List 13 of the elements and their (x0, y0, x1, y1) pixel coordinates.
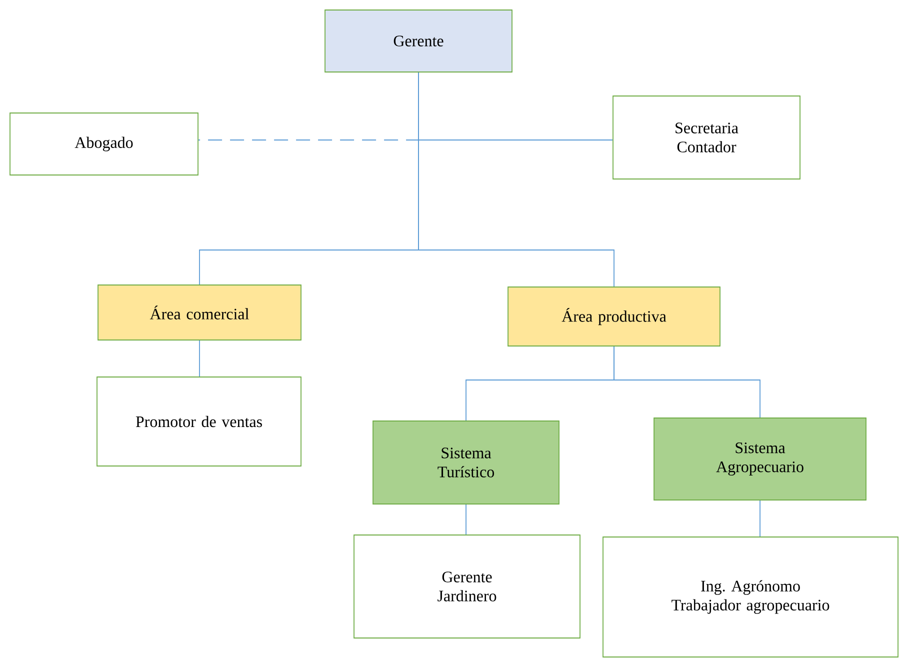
area-box: Área comercial (98, 284, 302, 340)
system-box: Sistema Agropecuario (654, 418, 866, 500)
role-box: Promotor de ventas (96, 376, 302, 466)
role-box: Ing. Agrónomo Trabajador agropecuario (602, 536, 898, 658)
connector-line (614, 346, 760, 418)
role-box: Secretaria Contador (612, 96, 800, 180)
system-box: Sistema Turístico (372, 420, 560, 504)
manager-box: Gerente (324, 10, 512, 72)
connector-line (418, 72, 614, 287)
area-box: Área productiva (508, 286, 720, 346)
connector-line (199, 340, 200, 377)
role-box: Gerente Jardinero (354, 534, 580, 638)
role-box: Abogado (10, 112, 198, 176)
